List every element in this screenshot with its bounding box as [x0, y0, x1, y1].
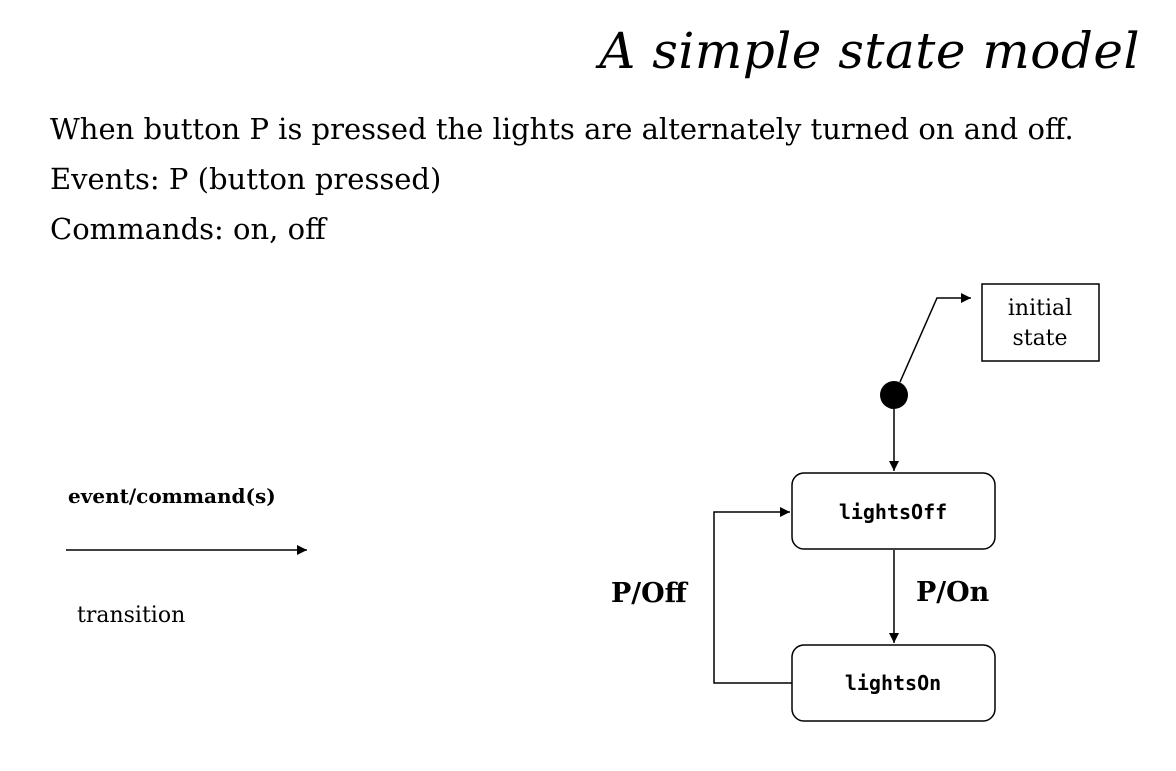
state-lights-off	[791, 472, 996, 550]
initial-state-note	[981, 283, 1100, 362]
state-lights-off-label: lightsOff	[839, 500, 947, 524]
transition-label-p-off: P/Off	[611, 578, 689, 609]
description-line-2: Events: P (button pressed)	[50, 162, 442, 196]
slide-title: A simple state model	[599, 22, 1140, 80]
transition-on-to-off	[713, 507, 792, 684]
transition-label-p-on: P/On	[916, 577, 990, 608]
note-pointer	[899, 293, 971, 383]
initial-pseudostate	[880, 381, 908, 409]
note-text-line-1: initial	[1008, 296, 1072, 321]
description-line-3: Commands: on, off	[50, 212, 326, 246]
state-lights-on-label: lightsOn	[845, 671, 941, 695]
description-line-1: When button P is pressed the lights are …	[50, 112, 1074, 146]
note-text-line-2: state	[1012, 326, 1067, 351]
legend-label: event/command(s)	[68, 484, 276, 508]
legend-sublabel: transition	[77, 603, 185, 628]
